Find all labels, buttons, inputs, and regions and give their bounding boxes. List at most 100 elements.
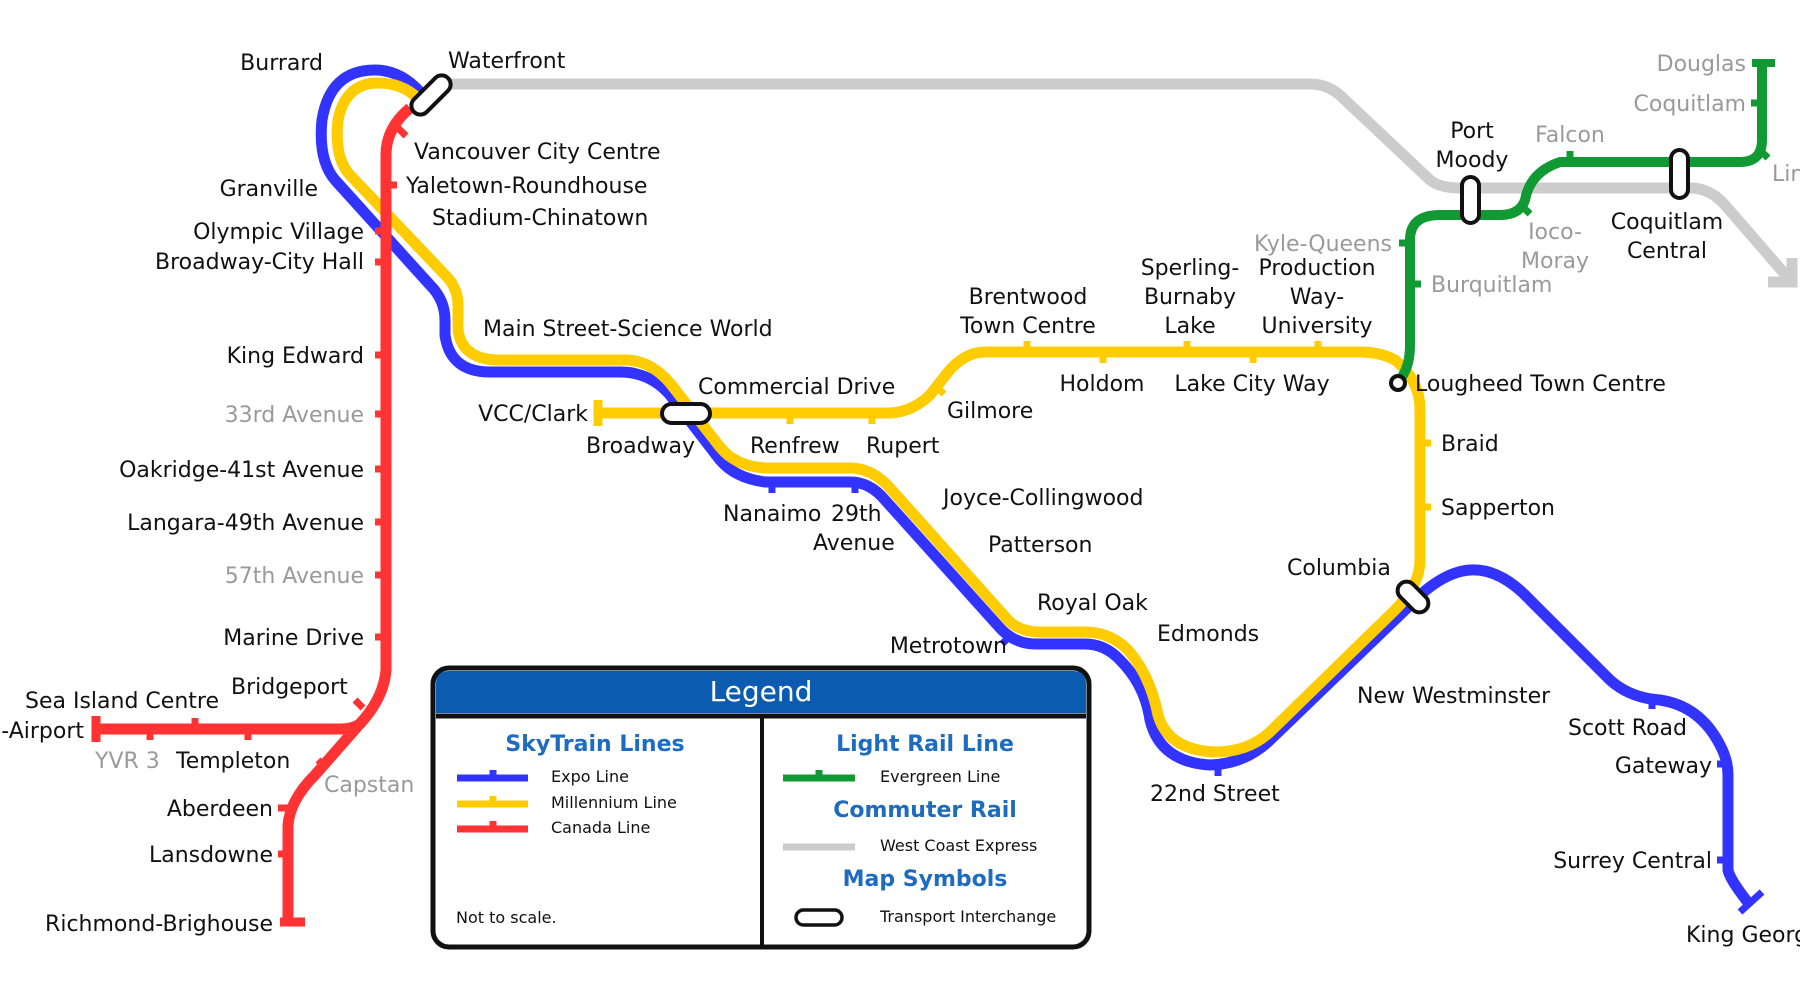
station-label-future[interactable]: YVR 3 bbox=[94, 749, 160, 774]
interchange-columbia-icon bbox=[1395, 579, 1431, 615]
tick-millennium bbox=[933, 383, 947, 397]
station-label-future[interactable]: Moray bbox=[1521, 249, 1589, 274]
station-label[interactable]: Richmond-Brighouse bbox=[45, 912, 273, 937]
station-label[interactable]: 22nd Street bbox=[1150, 782, 1280, 807]
station-label[interactable]: Sea Island Centre bbox=[25, 689, 219, 714]
interchange-commercial-broadway-icon bbox=[660, 402, 712, 425]
legend-swatch-canada bbox=[457, 821, 528, 833]
station-label[interactable]: Columbia bbox=[1287, 556, 1391, 581]
station-label[interactable]: New Westminster bbox=[1357, 684, 1551, 709]
legend-label-interchange: Transport Interchange bbox=[879, 907, 1056, 926]
station-label[interactable]: Sapperton bbox=[1441, 496, 1555, 521]
station-label[interactable]: Coquitlam bbox=[1611, 210, 1724, 235]
legend-heading-commuter: Commuter Rail bbox=[833, 798, 1017, 823]
legend-label-wce: West Coast Express bbox=[880, 836, 1037, 855]
station-label[interactable]: Avenue bbox=[813, 531, 895, 556]
station-label[interactable]: Holdom bbox=[1060, 372, 1145, 397]
interchange-waterfront-icon bbox=[409, 73, 453, 117]
station-label-future[interactable]: Capstan bbox=[324, 773, 414, 798]
station-label[interactable]: Waterfront bbox=[448, 49, 566, 74]
legend-heading-skytrain: SkyTrain Lines bbox=[505, 732, 684, 757]
station-label-future[interactable]: Ioco- bbox=[1528, 220, 1582, 245]
station-label[interactable]: University bbox=[1262, 314, 1373, 339]
canada-airport-branch bbox=[96, 717, 366, 735]
station-label[interactable]: VCC/Clark bbox=[478, 402, 588, 427]
station-label-future[interactable]: Lin bbox=[1772, 162, 1800, 187]
station-label[interactable]: King Edward bbox=[227, 344, 364, 369]
station-label[interactable]: -Airport bbox=[1, 719, 84, 744]
station-label[interactable]: Way- bbox=[1290, 285, 1344, 310]
station-label[interactable]: Braid bbox=[1441, 432, 1499, 457]
station-label-future[interactable]: 33rd Avenue bbox=[225, 403, 364, 428]
station-label[interactable]: Broadway bbox=[586, 434, 695, 459]
legend-label-evergreen: Evergreen Line bbox=[880, 767, 1000, 786]
station-label[interactable]: Olympic Village bbox=[193, 220, 364, 245]
station-label[interactable]: Langara-49th Avenue bbox=[127, 511, 364, 536]
legend-header-bar bbox=[436, 671, 1086, 713]
interchange-coquitlam-central-icon bbox=[1669, 148, 1690, 200]
station-label[interactable]: Metrotown bbox=[890, 634, 1007, 659]
station-label[interactable]: Rupert bbox=[866, 434, 940, 459]
station-label[interactable]: Town Centre bbox=[959, 314, 1096, 339]
station-label[interactable]: Brentwood bbox=[969, 285, 1088, 310]
station-label[interactable]: Moody bbox=[1436, 148, 1509, 173]
station-label[interactable]: Stadium-Chinatown bbox=[432, 206, 648, 231]
station-label[interactable]: Commercial Drive bbox=[698, 375, 895, 400]
legend-heading-symbols: Map Symbols bbox=[843, 867, 1008, 892]
station-label[interactable]: 29th bbox=[831, 502, 882, 527]
station-label[interactable]: Granville bbox=[220, 177, 318, 202]
legend-label-millennium: Millennium Line bbox=[551, 793, 677, 812]
legend-interchange-icon bbox=[794, 908, 844, 927]
station-label[interactable]: Lake City Way bbox=[1174, 372, 1329, 397]
legend-title: Legend bbox=[710, 675, 813, 708]
station-label[interactable]: Lake bbox=[1164, 314, 1215, 339]
station-labels: Waterfront Burrard Granville Vancouver C… bbox=[1, 49, 1800, 948]
tick-evergreen bbox=[1519, 203, 1533, 217]
station-label[interactable]: Central bbox=[1627, 239, 1707, 264]
station-label-future[interactable]: Falcon bbox=[1535, 123, 1605, 148]
station-label[interactable]: Bridgeport bbox=[231, 675, 348, 700]
station-label[interactable]: Marine Drive bbox=[223, 626, 364, 651]
station-label[interactable]: Gilmore bbox=[947, 399, 1033, 424]
station-label[interactable]: King Georg bbox=[1686, 923, 1800, 948]
station-label[interactable]: Templeton bbox=[175, 749, 290, 774]
tick-canada bbox=[395, 125, 409, 139]
station-label-future[interactable]: Douglas bbox=[1657, 52, 1746, 77]
station-label[interactable]: Gateway bbox=[1615, 754, 1712, 779]
legend-note: Not to scale. bbox=[456, 908, 557, 927]
station-label[interactable]: Scott Road bbox=[1568, 716, 1687, 741]
canada-track bbox=[282, 103, 414, 922]
station-label-future[interactable]: Coquitlam bbox=[1634, 92, 1747, 117]
station-label[interactable]: Vancouver City Centre bbox=[414, 140, 661, 165]
station-label[interactable]: Nanaimo bbox=[723, 502, 821, 527]
station-label[interactable]: Patterson bbox=[988, 533, 1092, 558]
station-label[interactable]: Lougheed Town Centre bbox=[1415, 372, 1666, 397]
station-label-future[interactable]: Burquitlam bbox=[1431, 273, 1552, 298]
legend-swatch-expo bbox=[457, 770, 528, 782]
station-label[interactable]: Burrard bbox=[240, 51, 323, 76]
station-label-future[interactable]: Kyle-Queens bbox=[1254, 232, 1392, 257]
station-label[interactable]: Main Street-Science World bbox=[483, 317, 773, 342]
station-label[interactable]: Surrey Central bbox=[1553, 849, 1712, 874]
station-label[interactable]: Lansdowne bbox=[149, 843, 273, 868]
west-coast-express-line bbox=[432, 78, 1798, 288]
station-label[interactable]: Burnaby bbox=[1144, 285, 1236, 310]
wce-arrow-icon bbox=[1768, 258, 1798, 288]
station-label[interactable]: Yaletown-Roundhouse bbox=[405, 174, 647, 199]
station-label[interactable]: Aberdeen bbox=[167, 797, 273, 822]
legend: Legend SkyTrain Lines Expo Line Millenni… bbox=[430, 665, 1092, 950]
station-label[interactable]: Production bbox=[1258, 256, 1375, 281]
station-label[interactable]: Edmonds bbox=[1157, 622, 1259, 647]
interchanges bbox=[409, 73, 1690, 615]
station-label[interactable]: Joyce-Collingwood bbox=[941, 486, 1143, 511]
station-label-future[interactable]: 57th Avenue bbox=[225, 564, 364, 589]
station-label[interactable]: Renfrew bbox=[750, 434, 840, 459]
canada-line bbox=[91, 103, 414, 927]
station-label[interactable]: Port bbox=[1450, 119, 1494, 144]
station-label[interactable]: Royal Oak bbox=[1037, 591, 1148, 616]
station-label[interactable]: Oakridge-41st Avenue bbox=[119, 458, 364, 483]
evergreen-track bbox=[1393, 63, 1767, 387]
station-label[interactable]: Broadway-City Hall bbox=[155, 250, 364, 275]
station-label[interactable]: Sperling- bbox=[1141, 256, 1240, 281]
